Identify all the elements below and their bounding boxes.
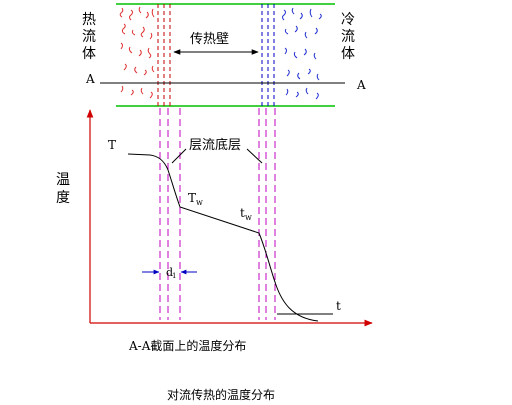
temperature-profile-curve: [127, 153, 319, 322]
hot-fluid-label-3: 体: [82, 46, 96, 62]
thickness-label: d: [166, 266, 173, 279]
cold-fluid-label-3: 体: [341, 46, 355, 62]
hot-wall-temperature-subscript: w: [196, 198, 203, 207]
hot-fluid-label-2: 流: [82, 29, 96, 45]
cold-fluid-label-2: 流: [341, 29, 355, 45]
hot-fluid-label-1: 热: [82, 12, 96, 28]
wall-hot-side-lines: [157, 4, 171, 106]
cold-temperature-label: t: [336, 299, 341, 313]
cold-wall-temperature-subscript: w: [245, 213, 252, 222]
wall-cold-side-lines: [261, 4, 275, 106]
cold-wall-temperature-label: t: [240, 206, 245, 220]
wall-label: 传热壁: [190, 32, 229, 47]
section-caption: A-A截面上的温度分布: [128, 338, 246, 353]
hot-wall-temperature-label: T: [188, 191, 196, 205]
y-axis-label-2: 度: [56, 190, 70, 206]
laminar-leader-right: [246, 148, 263, 164]
laminar-sublayer-guides: [159, 108, 276, 320]
laminar-layer-label: 层流底层: [189, 137, 241, 153]
hot-fluid-waves: [119, 6, 155, 99]
hot-temperature-label: T: [108, 138, 116, 152]
section-label-right: A: [356, 78, 366, 92]
y-axis-label-1: 温: [56, 172, 70, 188]
section-label-left: A: [85, 72, 95, 86]
laminar-leader-left: [171, 148, 187, 164]
cold-fluid-label-1: 冷: [341, 12, 355, 28]
thickness-subscript: 1: [172, 272, 176, 280]
cold-fluid-waves: [282, 7, 322, 100]
figure-caption: 对流传热的温度分布: [167, 387, 275, 402]
